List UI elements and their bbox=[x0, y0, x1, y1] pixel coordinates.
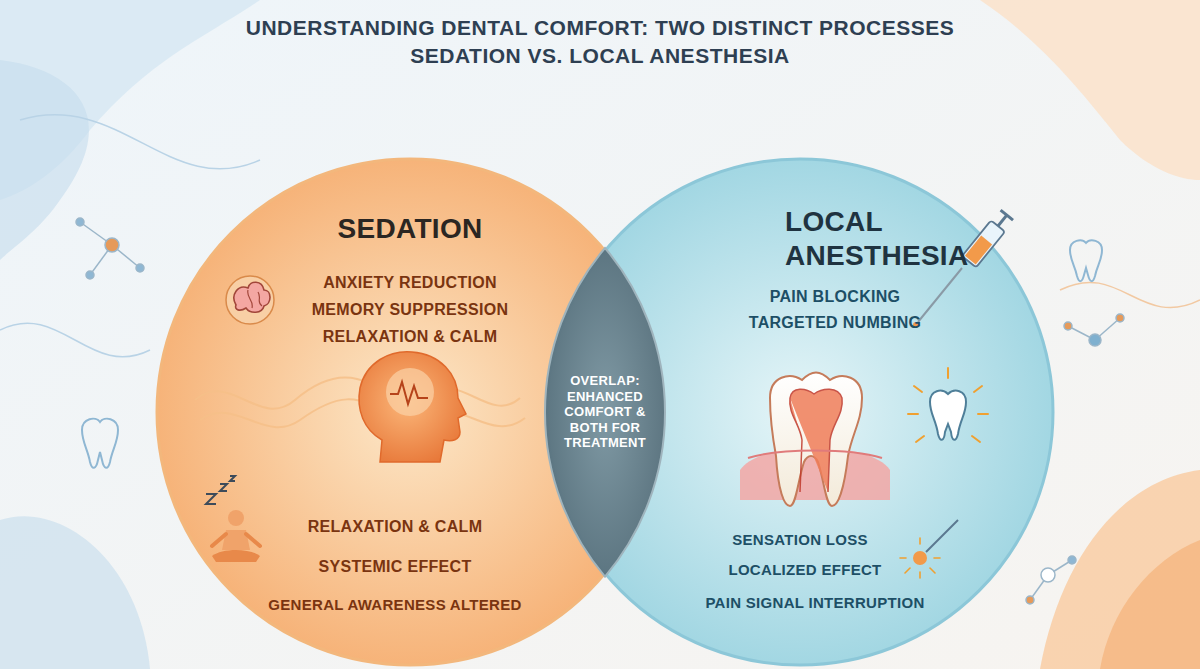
effect-label: PAIN BLOCKING bbox=[770, 287, 901, 306]
effect-label: RELAXATION & CALM bbox=[308, 517, 483, 536]
effect-label: SENSATION LOSS bbox=[732, 531, 868, 549]
effect-label: MEMORY SUPPRESSION bbox=[312, 300, 509, 319]
sparkle-tooth bbox=[908, 368, 988, 442]
tooth-illustration bbox=[740, 373, 890, 507]
head-profile bbox=[359, 352, 466, 462]
diagram-title: UNDERSTANDING DENTAL COMFORT: TWO DISTIN… bbox=[239, 14, 962, 71]
effect-label: TARGETED NUMBING bbox=[749, 313, 922, 332]
brain-icon bbox=[226, 276, 274, 324]
overlap-label: OVERLAP: ENHANCED COMFORT & BOTH FOR TRE… bbox=[553, 373, 657, 451]
overlap-region: OVERLAP: ENHANCED COMFORT & BOTH FOR TRE… bbox=[545, 248, 665, 577]
effect-label: LOCALIZED EFFECT bbox=[728, 561, 881, 579]
meditation-icon bbox=[206, 476, 260, 562]
circle-heading: LOCAL ANESTHESIA bbox=[785, 205, 1035, 272]
syringe bbox=[913, 209, 1014, 328]
effect-label: ANXIETY REDUCTION bbox=[323, 273, 497, 292]
effect-label: GENERAL AWARENESS ALTERED bbox=[268, 596, 521, 614]
effect-label: RELAXATION & CALM bbox=[323, 327, 498, 346]
effect-label: PAIN SIGNAL INTERRUPTION bbox=[705, 594, 924, 612]
signal-burst bbox=[900, 520, 958, 578]
circle-heading: SEDATION bbox=[338, 212, 483, 246]
effect-label: SYSTEMIC EFFECT bbox=[319, 557, 472, 576]
